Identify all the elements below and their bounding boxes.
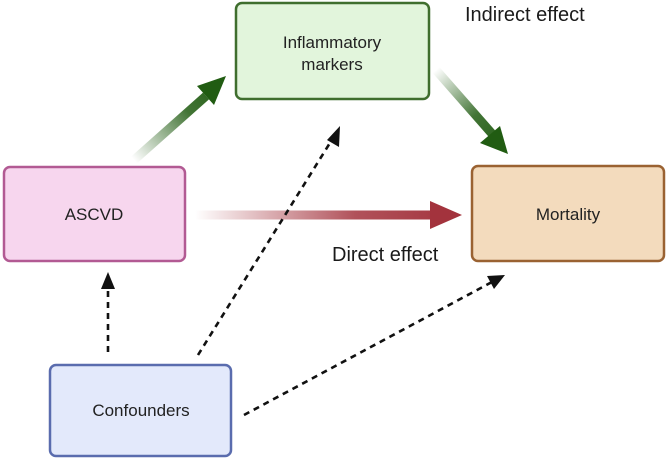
node-inflammatory-markers: Inflammatory markers: [234, 1, 431, 101]
arrow-confounders-to-inflammatory: [196, 126, 340, 356]
node-mortality: Mortality: [470, 164, 666, 263]
arrow-inflammatory-to-mortality: [432, 67, 508, 154]
node-ascvd: ASCVD: [2, 165, 187, 263]
inflammatory-label-line2: markers: [301, 55, 362, 74]
arrow-ascvd-to-mortality: [195, 201, 462, 229]
arrow-ascvd-to-inflammatory: [131, 76, 226, 164]
inflammatory-label-line1: Inflammatory: [283, 33, 382, 52]
node-confounders: Confounders: [48, 363, 233, 458]
arrow-confounders-to-ascvd: [101, 272, 115, 352]
ascvd-label: ASCVD: [65, 205, 124, 224]
mortality-label: Mortality: [536, 205, 601, 224]
arrow-confounders-to-mortality: [243, 275, 505, 417]
direct-effect-label: Direct effect: [332, 244, 439, 266]
confounders-label: Confounders: [92, 401, 189, 420]
indirect-effect-label: Indirect effect: [465, 4, 585, 26]
